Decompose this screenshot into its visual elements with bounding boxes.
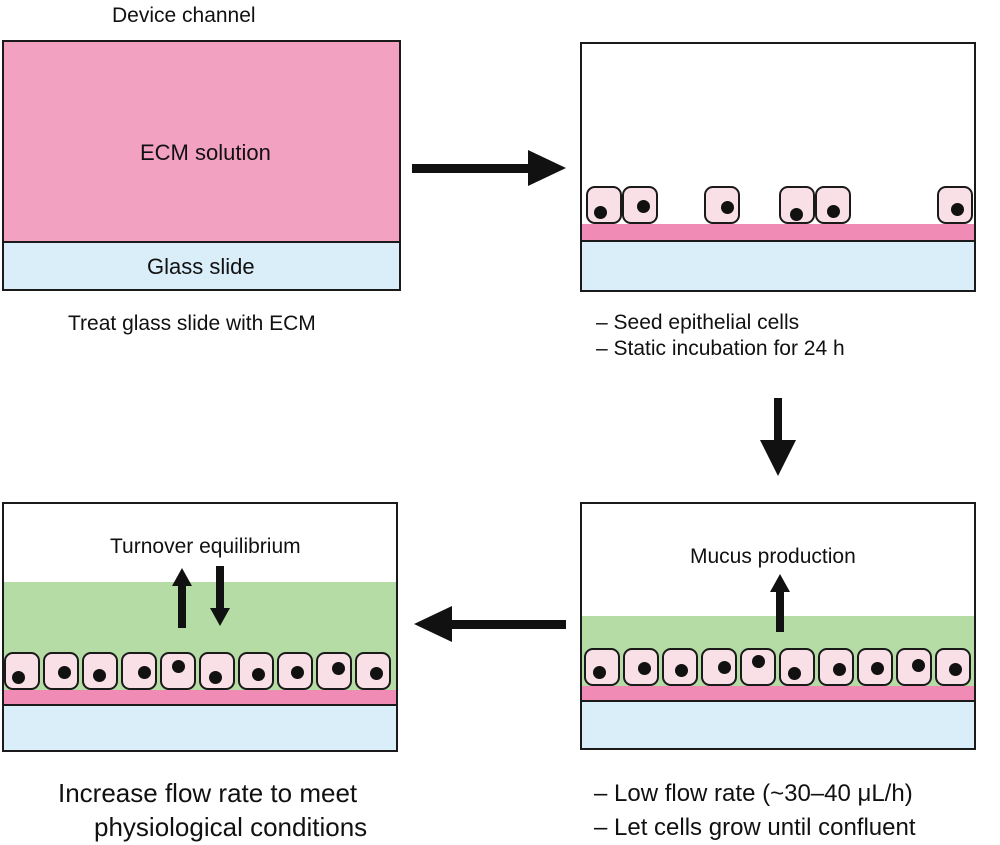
glass-slide-layer: Glass slide (4, 243, 399, 289)
device-channel-label: Device channel (112, 4, 256, 27)
cell-nucleus (172, 660, 185, 673)
cell-nucleus (721, 201, 734, 214)
cell-nucleus (291, 666, 304, 679)
epithelial-cell (740, 648, 776, 686)
epithelial-cell (121, 652, 157, 690)
glass-slide-layer (582, 242, 974, 290)
epithelial-cell (779, 648, 815, 686)
cell-nucleus (949, 663, 962, 676)
cell-nucleus (209, 671, 222, 684)
epithelial-cell (160, 652, 196, 690)
epithelial-cell (937, 186, 973, 224)
cell-nucleus (332, 662, 345, 675)
step2-caption-line1: – Seed epithelial cells (596, 311, 800, 334)
ecm-coating-layer (4, 690, 396, 706)
mucus-production-label: Mucus production (690, 545, 856, 568)
glass-slide-layer (582, 702, 974, 748)
epithelial-cell (316, 652, 352, 690)
epithelial-cell (779, 186, 815, 224)
epithelial-cell (586, 186, 622, 224)
cell-nucleus (637, 200, 650, 213)
step4-caption-line2: physiological conditions (94, 812, 368, 842)
epithelial-cell (815, 186, 851, 224)
arrow-left-icon (414, 606, 566, 642)
epithelial-cell (622, 186, 658, 224)
epithelial-cell (82, 652, 118, 690)
epithelial-cell (238, 652, 274, 690)
epithelial-cell (355, 652, 391, 690)
epithelial-cell (43, 652, 79, 690)
panel-seeded-cells (580, 42, 976, 292)
cell-nucleus (788, 667, 801, 680)
step1-caption: Treat glass slide with ECM (68, 312, 316, 335)
epithelial-cell (662, 648, 698, 686)
cell-nucleus (370, 667, 383, 680)
cell-nucleus (93, 669, 106, 682)
turnover-equilibrium-label: Turnover equilibrium (110, 535, 301, 558)
panel-mucus-production: Mucus production (580, 502, 976, 750)
arrow-right-icon (412, 150, 566, 186)
cell-nucleus (594, 206, 607, 219)
step3-caption-line2: – Let cells grow until confluent (594, 814, 916, 841)
ecm-solution-label: ECM solution (140, 140, 271, 165)
epithelial-cell (818, 648, 854, 686)
epithelial-cell (199, 652, 235, 690)
epithelial-cell (935, 648, 971, 686)
epithelial-cell (4, 652, 40, 690)
step4-caption-line1: Increase flow rate to meet (58, 778, 358, 808)
cell-nucleus (790, 208, 803, 221)
epithelial-cell (896, 648, 932, 686)
cell-nucleus (833, 663, 846, 676)
cell-nucleus (12, 671, 25, 684)
cell-nucleus (827, 205, 840, 218)
cell-nucleus (951, 203, 964, 216)
cell-nucleus (912, 659, 925, 672)
step2-caption-line2: – Static incubation for 24 h (596, 337, 845, 360)
epithelial-cell (623, 648, 659, 686)
cell-nucleus (718, 661, 731, 674)
cell-nucleus (638, 662, 651, 675)
cell-nucleus (252, 668, 265, 681)
arrow-down-icon (210, 566, 230, 626)
glass-slide-layer (4, 706, 396, 750)
epithelial-cell (701, 648, 737, 686)
ecm-solution-layer: ECM solution (4, 42, 399, 243)
panel-ecm-treatment: ECM solution Glass slide (2, 40, 401, 291)
arrow-up-icon (172, 568, 192, 628)
panel-turnover-equilibrium: Turnover equilibrium (2, 502, 398, 752)
cell-nucleus (58, 666, 71, 679)
glass-slide-label: Glass slide (147, 254, 255, 279)
ecm-coating-layer (582, 686, 974, 702)
cell-nucleus (871, 662, 884, 675)
epithelial-cell (277, 652, 313, 690)
epithelial-cell (704, 186, 740, 224)
ecm-coating-layer (582, 224, 974, 242)
arrow-up-icon (770, 574, 790, 632)
cell-nucleus (138, 666, 151, 679)
cell-nucleus (593, 666, 606, 679)
cell-nucleus (675, 664, 688, 677)
epithelial-cell (584, 648, 620, 686)
epithelial-cell (857, 648, 893, 686)
step3-caption-line1: – Low flow rate (~30–40 μL/h) (594, 780, 913, 807)
arrow-down-icon (760, 398, 796, 476)
cell-nucleus (752, 655, 765, 668)
